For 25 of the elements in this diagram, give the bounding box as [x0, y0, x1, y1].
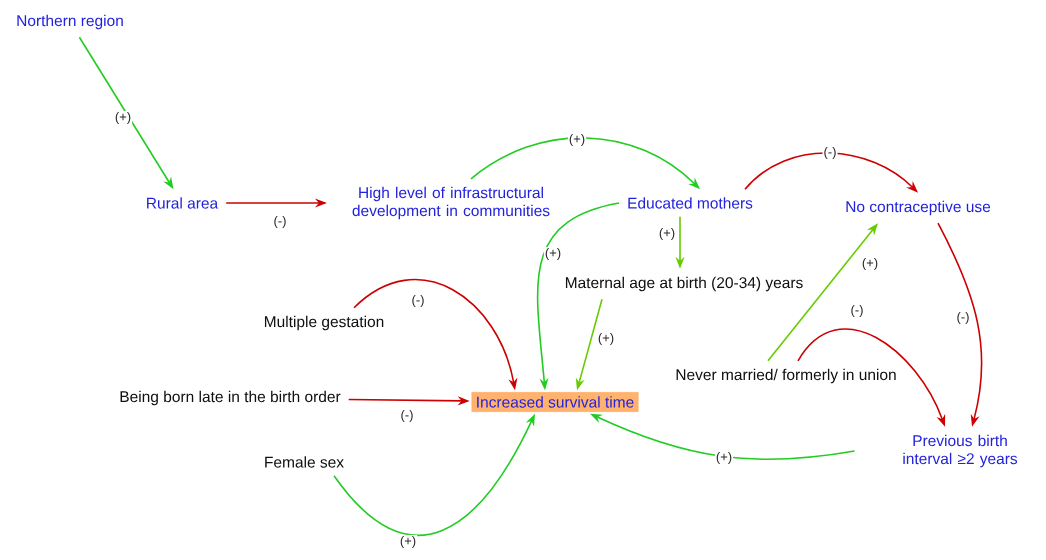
edge-label: (-) [399, 408, 415, 424]
edge-label: (+) [567, 132, 587, 148]
factor-label: Female sex [265, 456, 344, 468]
factor-label: No contraceptive use [846, 200, 991, 216]
outcome-box: Increased survival time [471, 392, 639, 412]
factor-label: Never married/ formerly in union [676, 368, 896, 384]
factor-label: Multiple gestation [264, 315, 384, 331]
edge-label: (-) [849, 303, 865, 319]
factor-label: High level of infrastructural development in communities [352, 186, 550, 220]
edge-label: (-) [272, 214, 288, 230]
edge-label: (-) [822, 145, 838, 161]
factor-label: Being born late in the birth order [120, 390, 341, 406]
edge-label: (+) [714, 450, 734, 466]
edge-label: (+) [860, 256, 880, 272]
factor-label: Maternal age at birth (20-34) years [565, 276, 803, 292]
edge-label: (+) [543, 246, 563, 262]
factor-label: Educated mothers [628, 197, 753, 209]
factor-label: Previous birth interval ≥2 years [903, 434, 1018, 468]
factor-label: Northern region [17, 14, 123, 30]
edge-label: (+) [596, 331, 616, 347]
edge-label: (+) [657, 226, 677, 242]
edge-label: (+) [113, 110, 133, 126]
edge-label: (-) [955, 310, 971, 326]
edge-label: (-) [410, 293, 426, 309]
factor-label: Rural area [147, 197, 219, 209]
